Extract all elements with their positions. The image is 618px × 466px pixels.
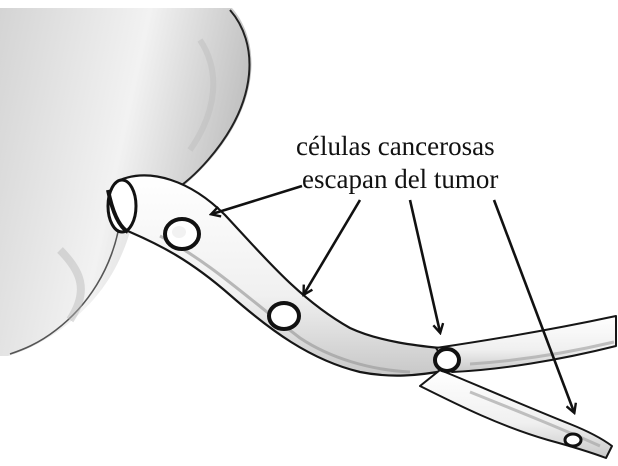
cancer-cell-2 (269, 303, 299, 329)
label-line-1: células cancerosas (296, 131, 495, 161)
arrow-to-cell-3 (410, 200, 440, 332)
label-line-2: escapan del tumor (302, 164, 498, 194)
cancer-cell-1 (165, 219, 199, 249)
cancer-cell-3 (435, 349, 459, 371)
cancer-cell-4 (565, 434, 581, 446)
arrow-to-vessel-entry (212, 186, 302, 214)
arrow-to-cell-4 (494, 200, 574, 412)
arrow-to-cell-2 (304, 200, 360, 294)
